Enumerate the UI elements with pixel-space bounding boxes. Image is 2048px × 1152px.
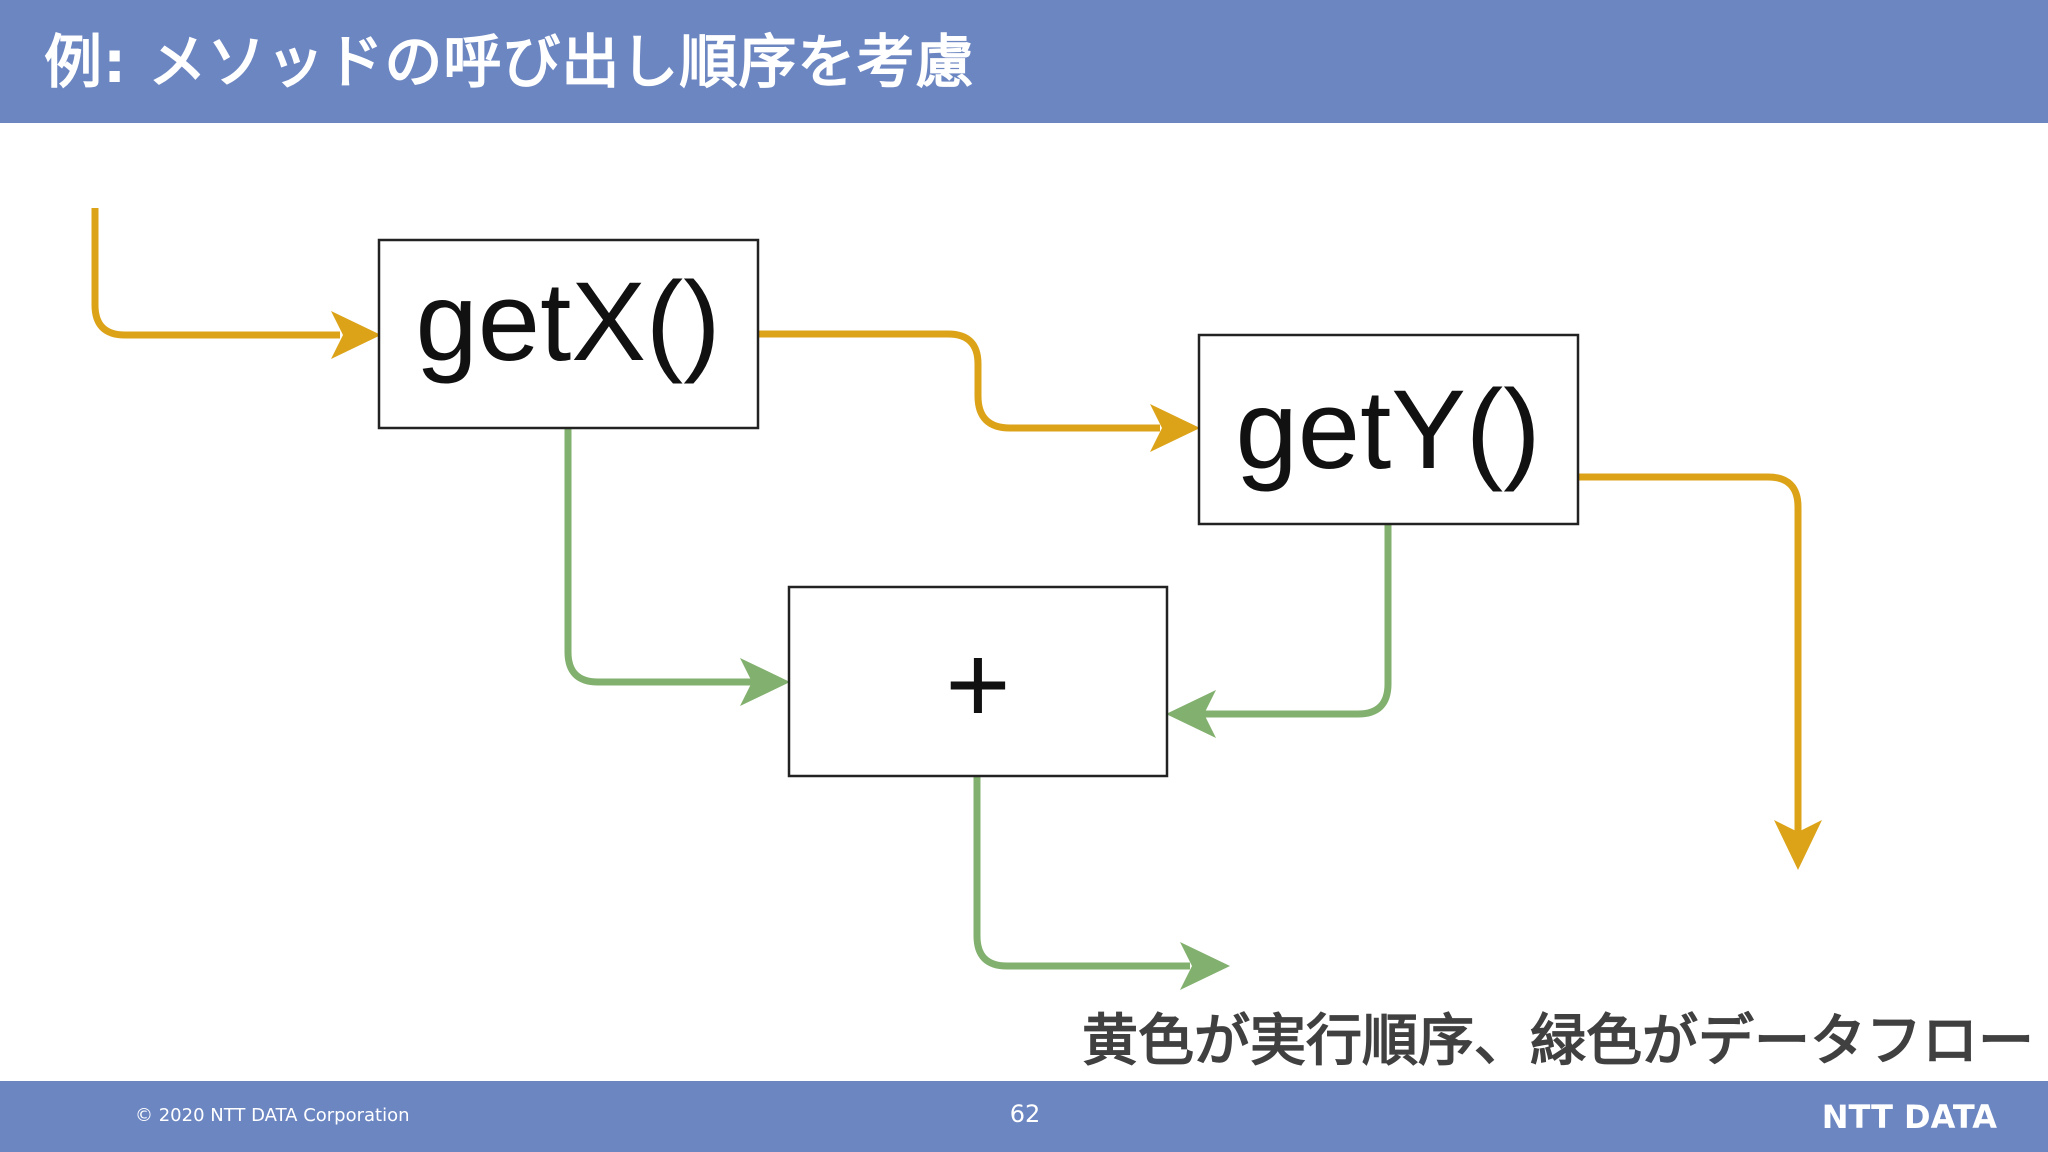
page-number: 62 (1009, 1100, 1041, 1128)
arrowhead-plus-in-left (740, 658, 790, 706)
arrowhead-gety-in (1150, 404, 1200, 452)
data-arrow-plus-out (973, 776, 1190, 970)
arrowhead-exec-out (1774, 820, 1822, 870)
slide-title: 例: メソッドの呼び出し順序を考慮 (44, 28, 975, 96)
gety-label: getY() (1236, 367, 1541, 492)
getx-label: getX() (416, 259, 721, 384)
ntt-data-logo: NTT DATA (1821, 1098, 1997, 1136)
arrowhead-plus-in-right (1166, 690, 1216, 738)
exec-arrow-getx-to-gety (758, 330, 1160, 432)
arrowhead-getx-in (331, 311, 381, 359)
gety-box (1197, 333, 1580, 526)
getx-box (377, 238, 760, 430)
footer-bar: © 2020 NTT DATA Corporation 62 NTT DATA (0, 1081, 2048, 1152)
plus-label: + (945, 622, 1010, 747)
data-arrow-getx-to-plus (564, 428, 752, 686)
copyright-text: © 2020 NTT DATA Corporation (135, 1105, 410, 1126)
legend-caption: 黄色が実行順序、緑色がデータフロー (1082, 1009, 2034, 1074)
plus-box (787, 585, 1169, 778)
title-bar: 例: メソッドの呼び出し順序を考慮 (0, 0, 2048, 123)
arrowhead-data-out (1180, 942, 1230, 990)
exec-arrow-start-to-getx (91, 208, 340, 339)
exec-arrow-gety-out (1578, 473, 1802, 832)
data-arrow-gety-to-plus (1192, 524, 1392, 718)
